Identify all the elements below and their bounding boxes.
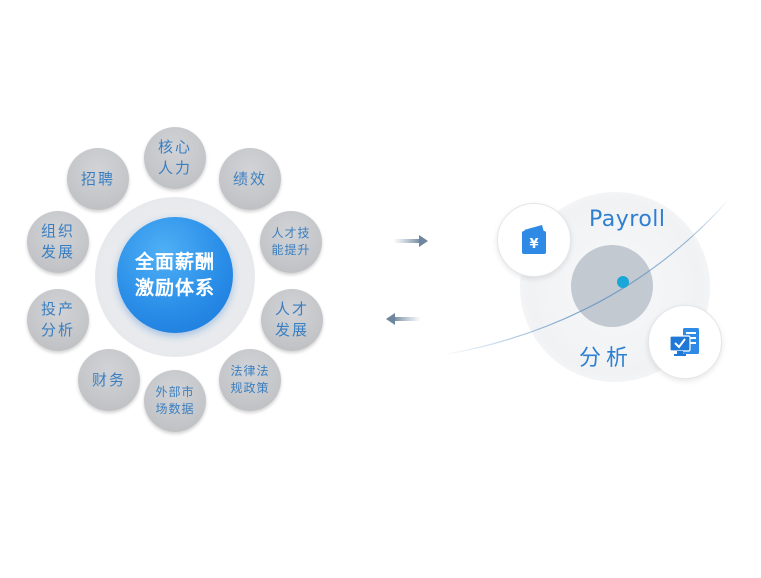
center-line-1: 全面薪酬: [134, 251, 215, 273]
node-text: 分析: [40, 321, 75, 339]
node-text: 规政策: [230, 381, 270, 395]
node-performance: 绩效: [219, 148, 281, 210]
wallet-icon-circle: ¥: [497, 203, 571, 277]
node-text: 绩效: [232, 169, 267, 188]
svg-text:¥: ¥: [529, 237, 538, 252]
node-text: 财务: [91, 370, 126, 389]
node-text: 投产: [40, 300, 75, 318]
node-text: 外部市: [155, 385, 195, 399]
wallet-yen-icon: ¥: [522, 225, 546, 254]
monitor-icon-circle: [648, 305, 722, 379]
payroll-label: Payroll: [589, 207, 666, 232]
node-finance: 财务: [78, 349, 140, 411]
node-roi-analysis: 投产 分析: [27, 289, 89, 351]
node-core-hr: 核心 人力: [144, 127, 206, 189]
center-node: 全面薪酬 激励体系: [117, 217, 233, 333]
arrow-left-icon: [386, 313, 421, 325]
node-text: 法律法: [230, 364, 270, 378]
analysis-label: 分析: [579, 346, 634, 371]
node-text: 场数据: [155, 402, 195, 416]
node-text: 发展: [40, 243, 75, 261]
node-org-development: 组织 发展: [27, 211, 89, 273]
node-talent-development: 人才 发展: [261, 289, 323, 351]
payroll-hub: [571, 245, 653, 327]
node-text: 核心: [157, 138, 192, 156]
node-text: 招聘: [80, 169, 115, 188]
node-external-market: 外部市 场数据: [144, 370, 206, 432]
orbit-curve: [441, 197, 731, 356]
node-text: 能提升: [271, 243, 311, 257]
monitor-report-icon: [669, 328, 699, 356]
node-text: 组织: [40, 222, 75, 240]
node-text: 人才技: [271, 226, 311, 240]
node-text: 人力: [157, 159, 192, 177]
node-laws-policies: 法律法 规政策: [219, 349, 281, 411]
orbit-dot: [617, 276, 629, 288]
arrow-right-icon: [393, 235, 428, 247]
node-text: 发展: [274, 321, 309, 339]
node-text: 人才: [274, 300, 309, 318]
node-recruitment: 招聘: [67, 148, 129, 210]
node-talent-skill: 人才技 能提升: [260, 211, 322, 273]
center-line-2: 激励体系: [134, 277, 215, 299]
